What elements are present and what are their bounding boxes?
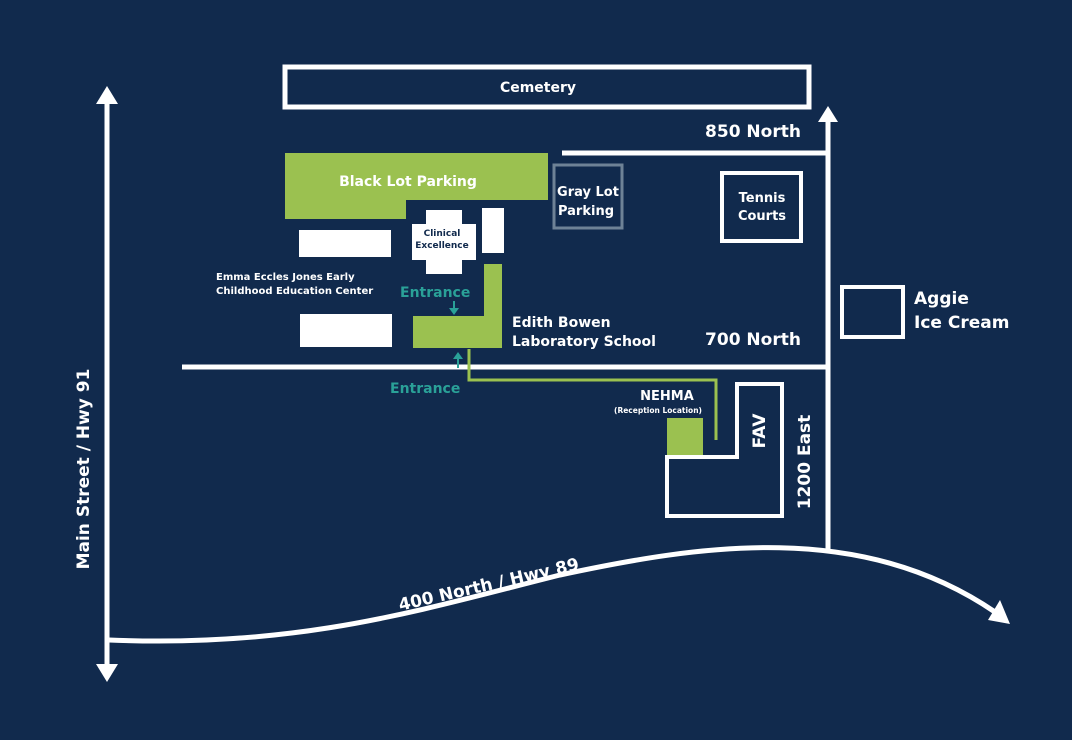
arrow-down-icon bbox=[449, 308, 459, 315]
small-building bbox=[482, 208, 504, 253]
black-lot-parking: Black Lot Parking bbox=[285, 153, 548, 219]
entrance-lower: Entrance bbox=[390, 352, 463, 397]
emma-eccles-jones-center: Emma Eccles Jones Early Childhood Educat… bbox=[216, 230, 392, 347]
tennis-label-line2: Courts bbox=[738, 209, 786, 224]
black-lot-label: Black Lot Parking bbox=[339, 174, 477, 190]
cemetery-label: Cemetery bbox=[500, 80, 576, 96]
aggie-ice-cream: Aggie Ice Cream bbox=[840, 285, 1009, 339]
entrance-upper: Entrance bbox=[400, 285, 470, 315]
edith-label-line1: Edith Bowen bbox=[512, 315, 611, 331]
arrow-up-icon bbox=[453, 352, 463, 359]
emma-building-north bbox=[299, 230, 391, 257]
cemetery: Cemetery bbox=[282, 64, 812, 110]
nehma: NEHMA (Reception Location) bbox=[614, 389, 703, 455]
label-850-north: 850 North bbox=[705, 122, 801, 142]
emma-label-line2: Childhood Education Center bbox=[216, 286, 373, 297]
label-1200-east: 1200 East bbox=[795, 415, 815, 510]
tennis-label-line1: Tennis bbox=[739, 191, 786, 206]
emma-building-south bbox=[300, 314, 392, 347]
aggie-label-line1: Aggie bbox=[914, 289, 969, 309]
road-main-street bbox=[96, 86, 118, 682]
emma-label-line1: Emma Eccles Jones Early bbox=[216, 272, 355, 283]
arrow-up-icon bbox=[818, 106, 838, 122]
label-400-north: 400 North / Hwy 89 bbox=[397, 555, 581, 616]
gray-lot-label-line1: Gray Lot bbox=[557, 185, 619, 200]
clinical-label-line2: Excellence bbox=[415, 241, 469, 251]
arrow-up-icon bbox=[96, 86, 118, 104]
gray-lot-label-line2: Parking bbox=[558, 204, 614, 219]
aggie-label-line2: Ice Cream bbox=[914, 313, 1009, 333]
walking-path bbox=[467, 349, 718, 440]
arrow-down-icon bbox=[96, 664, 118, 682]
gray-lot-parking: Gray Lot Parking bbox=[552, 163, 624, 230]
nehma-sublabel: (Reception Location) bbox=[614, 406, 702, 415]
clinical-excellence-building: Clinical Excellence bbox=[412, 210, 476, 274]
fav-building: FAV bbox=[665, 382, 784, 518]
nehma-label: NEHMA bbox=[640, 389, 694, 404]
fav-label: FAV bbox=[750, 413, 770, 449]
clinical-label-line1: Clinical bbox=[424, 229, 461, 239]
tennis-courts: Tennis Courts bbox=[720, 171, 803, 243]
arrow-right-icon bbox=[988, 600, 1010, 624]
edith-label-line2: Laboratory School bbox=[512, 334, 656, 350]
nehma-reception bbox=[667, 418, 703, 455]
label-main-street: Main Street / Hwy 91 bbox=[74, 369, 94, 570]
road-1200-east bbox=[818, 106, 838, 550]
road-400-north bbox=[108, 545, 1010, 644]
entrance-lower-label: Entrance bbox=[390, 381, 460, 397]
edith-bowen-school: Edith Bowen Laboratory School bbox=[413, 264, 656, 350]
entrance-upper-label: Entrance bbox=[400, 285, 470, 301]
label-700-north: 700 North bbox=[705, 330, 801, 350]
